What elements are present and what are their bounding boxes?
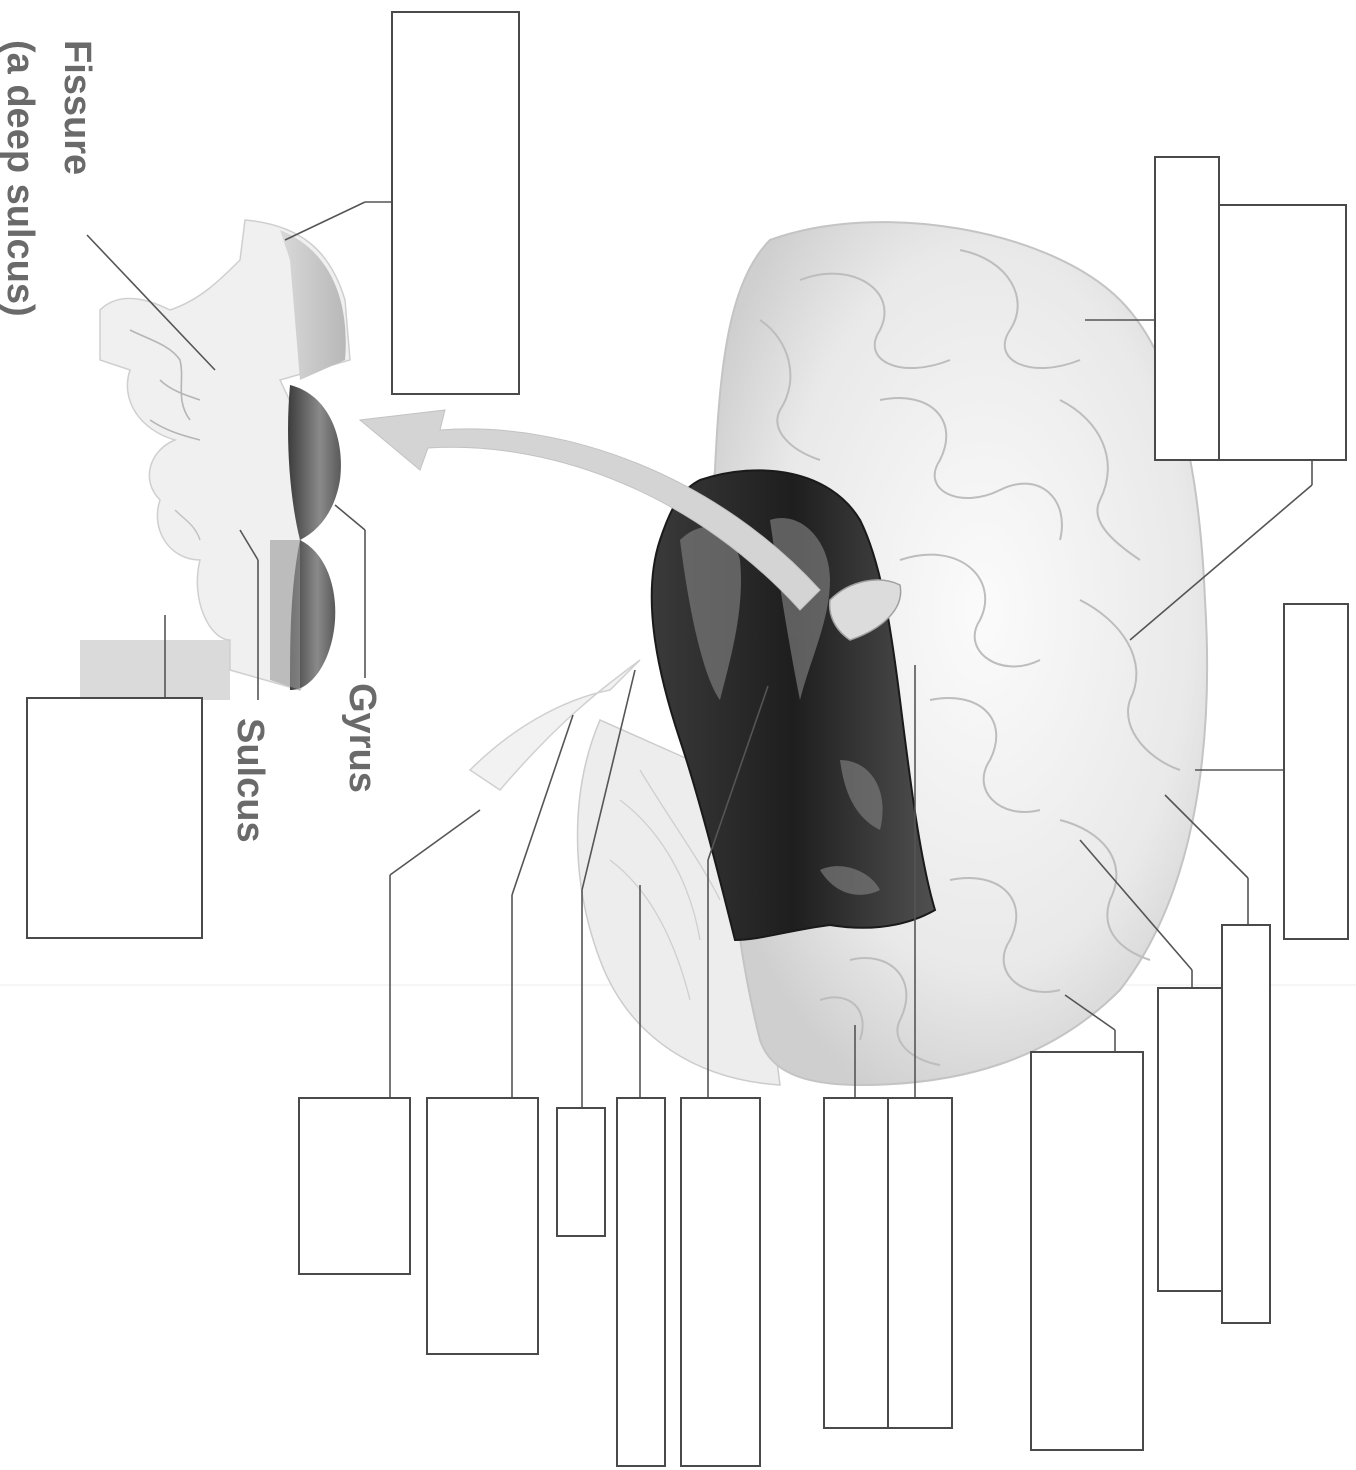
leader-bottom-1	[390, 810, 480, 875]
answer-box-right-1[interactable]	[1155, 157, 1219, 460]
answer-box-right-3[interactable]	[1284, 604, 1348, 939]
label-fissure-note: (a deep sulcus)	[0, 40, 41, 317]
answer-box-slice-top[interactable]	[392, 12, 519, 394]
answer-box-right-4[interactable]	[1222, 925, 1270, 1323]
cortex-slice-illustration	[80, 220, 350, 700]
answer-box-bottom-3[interactable]	[557, 1108, 605, 1236]
answer-box-right-5[interactable]	[1158, 988, 1222, 1291]
label-sulcus: Sulcus	[229, 718, 271, 843]
answer-box-bottom-6[interactable]	[824, 1098, 888, 1428]
answer-box-slice-left[interactable]	[27, 698, 202, 938]
leader-gyrus	[335, 505, 365, 530]
slice-base	[80, 640, 230, 700]
answer-box-right-2[interactable]	[1219, 205, 1346, 460]
answer-box-bottom-7[interactable]	[888, 1098, 952, 1428]
answer-box-bottom-8[interactable]	[1031, 1052, 1143, 1450]
answer-box-bottom-5[interactable]	[681, 1098, 760, 1466]
slice-side-shadow	[270, 540, 300, 690]
answer-box-bottom-1[interactable]	[299, 1098, 410, 1274]
label-fissure: Fissure	[56, 40, 98, 175]
dark-band-upper	[288, 385, 341, 540]
leader-slice-top	[285, 202, 365, 240]
label-gyrus: Gyrus	[341, 683, 383, 793]
answer-box-bottom-4[interactable]	[617, 1098, 665, 1466]
answer-box-bottom-2[interactable]	[427, 1098, 538, 1354]
